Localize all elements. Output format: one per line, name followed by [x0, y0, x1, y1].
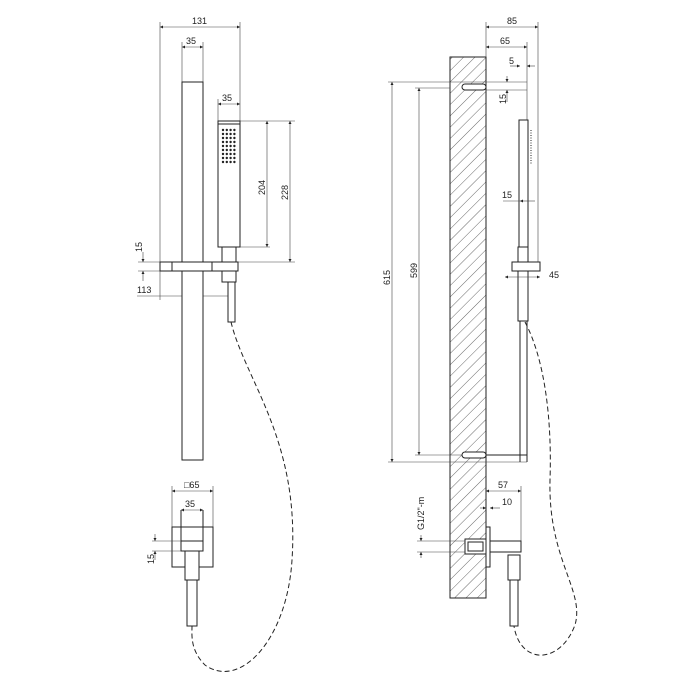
dim-holder-depth: 45	[549, 270, 559, 280]
nozzle-dot	[229, 152, 232, 156]
nozzle-dot	[229, 128, 232, 132]
nozzle-dot	[221, 148, 225, 152]
left-view: 131 35 35 204 228 15 113 □65	[134, 16, 295, 672]
dim-inner-width: 35	[185, 499, 195, 509]
nozzle-dot	[233, 136, 236, 140]
dim-plate-size: □65	[184, 480, 199, 490]
dim-handshower-length: 204	[257, 180, 267, 195]
nozzle-dot	[225, 160, 228, 164]
nozzle-dot	[229, 144, 232, 148]
nozzle-dot	[225, 128, 228, 132]
hose-connector	[227, 281, 236, 323]
nozzle-dot	[229, 148, 232, 152]
dim-bracket-height: 15	[498, 94, 508, 104]
nozzle-dot	[229, 156, 232, 160]
nozzle-dot	[221, 160, 225, 164]
dim-outlet-depth: 57	[498, 480, 508, 490]
right-view: 85 65 5 615 599 15 15 45	[382, 16, 578, 656]
hose	[191, 321, 294, 672]
nozzle-dot	[233, 132, 236, 136]
nozzle-dot	[233, 160, 236, 164]
nozzle-dot	[221, 156, 225, 160]
nozzle-dot	[225, 144, 228, 148]
nozzle-dot	[233, 148, 236, 152]
nozzle-dot	[225, 136, 228, 140]
dim-total-depth: 85	[507, 16, 517, 26]
dim-handshower-depth: 15	[502, 190, 512, 200]
nozzle-dot	[221, 144, 225, 148]
outlet-plate-side	[485, 526, 491, 568]
nozzle-dot	[229, 132, 232, 136]
nozzle-dot	[233, 128, 236, 132]
wall-section	[449, 56, 487, 599]
dim-holder-reach: 113	[137, 285, 151, 295]
handshower-side	[518, 119, 529, 251]
nozzle-dot	[233, 152, 236, 156]
bottom-bracket	[461, 451, 487, 459]
dim-thread: G1/2"-m	[416, 497, 426, 530]
dim-handshower-total: 228	[280, 185, 290, 200]
nozzle-dot	[221, 128, 225, 132]
dim-overall-width: 131	[192, 16, 207, 26]
nozzle-dot	[225, 132, 228, 136]
nozzle-dot	[229, 140, 232, 144]
nozzle-dot	[225, 156, 228, 160]
nozzle-dot	[221, 136, 225, 140]
nozzle-dot	[233, 156, 236, 160]
nozzle-dot	[221, 140, 225, 144]
dim-bracket-spacing: 599	[409, 263, 419, 278]
dim-bar-width: 35	[186, 36, 196, 46]
dim-holder-height: 15	[134, 242, 144, 252]
top-bracket	[461, 83, 487, 91]
nozzle-dot	[233, 140, 236, 144]
dim-handshower-width: 35	[222, 93, 232, 103]
holder-side	[511, 261, 541, 272]
handshower	[217, 120, 241, 248]
nozzle-dot	[225, 140, 228, 144]
nozzle-dot	[221, 152, 225, 156]
nozzle-dot	[233, 144, 236, 148]
nozzle-dot	[225, 148, 228, 152]
hose-side	[513, 321, 578, 656]
dim-overall-length: 615	[382, 270, 392, 285]
nozzle-dot	[225, 152, 228, 156]
nozzle-grid	[221, 128, 236, 164]
dim-bar-depth: 65	[500, 36, 510, 46]
handshower-holder	[159, 261, 239, 272]
dim-outlet-height: 15	[146, 554, 156, 564]
dim-plate-thickness: 10	[502, 497, 512, 507]
nozzle-dot	[221, 132, 225, 136]
nozzle-dot	[229, 136, 232, 140]
nozzle-dot	[229, 160, 232, 164]
dim-offset: 5	[509, 56, 514, 66]
